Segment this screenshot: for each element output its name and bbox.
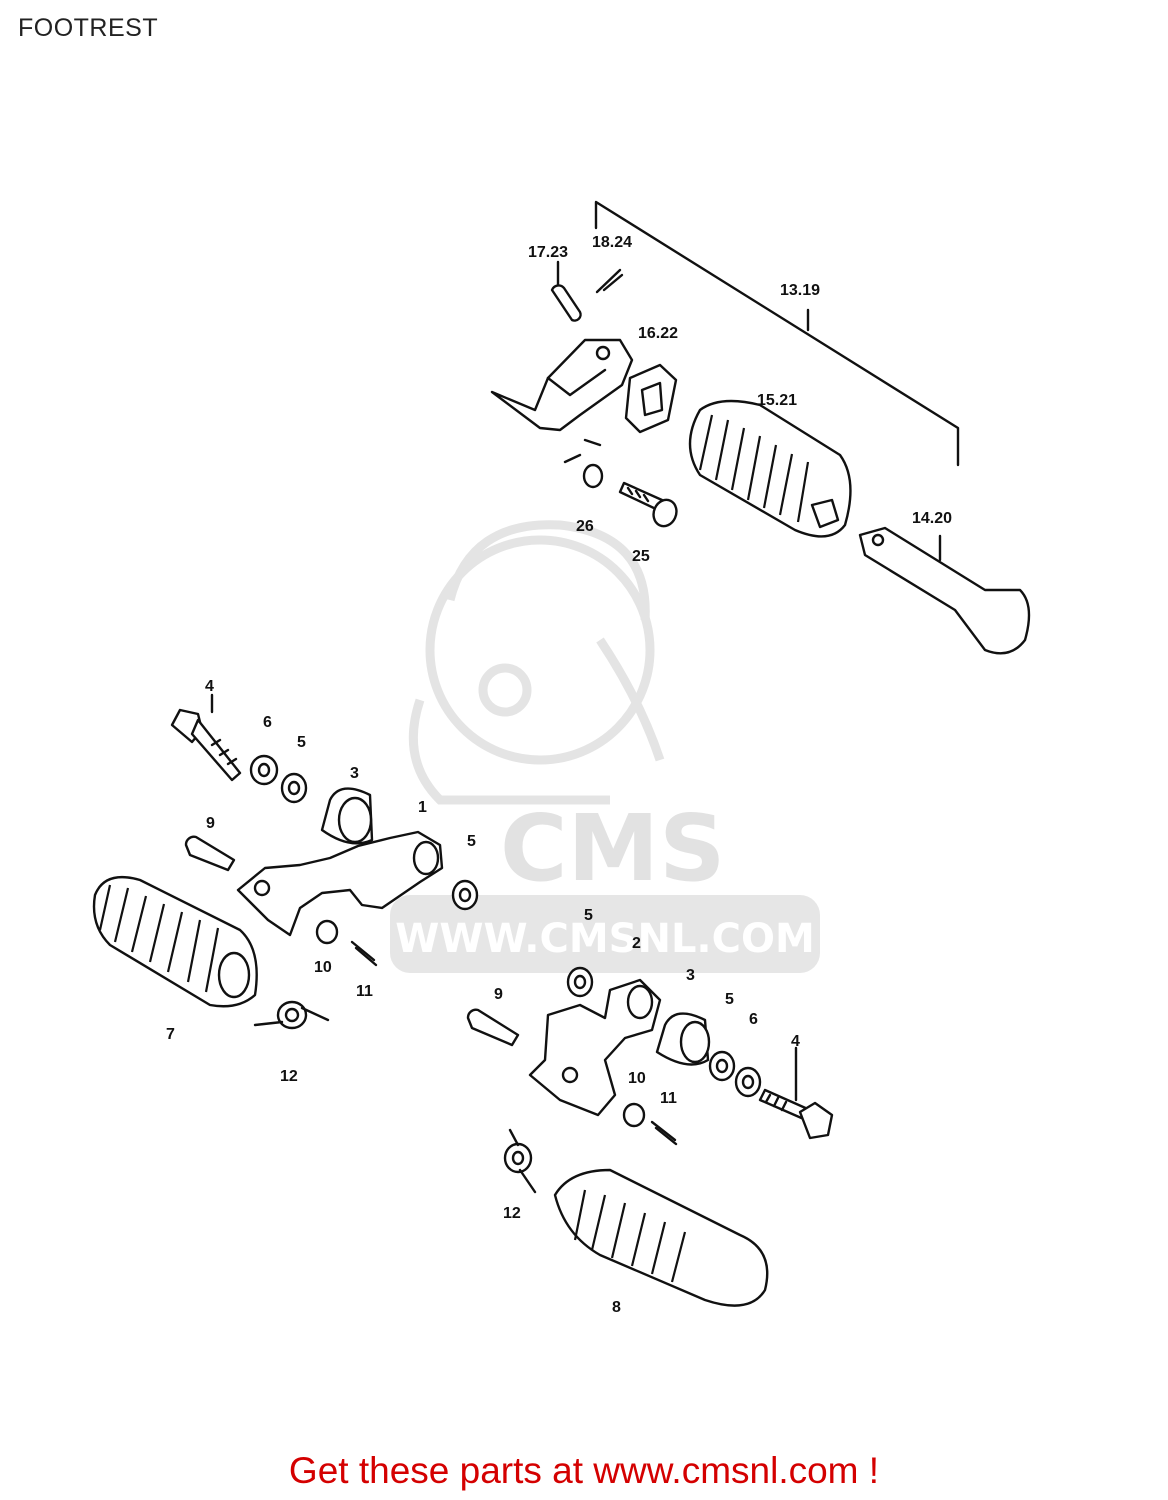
label-14-20: 14.20 xyxy=(912,510,952,527)
part-washer-10-left xyxy=(315,919,339,945)
label-8: 8 xyxy=(612,1299,621,1316)
label-16-22: 16.22 xyxy=(638,325,678,342)
label-9-left: 9 xyxy=(206,815,215,832)
label-3-left: 3 xyxy=(350,765,359,782)
label-5-upper-right: 5 xyxy=(584,907,593,924)
part-rubber-15-21 xyxy=(688,399,852,538)
label-6-right: 6 xyxy=(749,1011,758,1028)
part-pin-9-right xyxy=(466,1008,520,1047)
label-18-24: 18.24 xyxy=(592,234,632,251)
group-bracket-13-19 xyxy=(594,200,960,467)
part-peg-14-20 xyxy=(858,526,1031,655)
cms-watermark: CMS WWW.CMSNL.COM xyxy=(390,520,820,973)
part-rubber-8 xyxy=(553,1168,769,1307)
part-spring-12-left xyxy=(253,1000,330,1030)
part-cotter-11-left xyxy=(350,940,378,967)
footer-link[interactable]: Get these parts at www.cmsnl.com ! xyxy=(288,1450,880,1491)
label-25: 25 xyxy=(632,548,650,565)
part-washer-6-right xyxy=(734,1066,762,1098)
label-17-23: 17.23 xyxy=(528,244,568,261)
label-12-left: 12 xyxy=(280,1068,298,1085)
part-screw-25 xyxy=(618,481,678,528)
part-bracket-13-19 xyxy=(490,338,634,432)
label-3-right: 3 xyxy=(686,967,695,984)
part-washer-5-left xyxy=(280,772,308,804)
label-6-left: 6 xyxy=(263,714,272,731)
label-13-19: 13.19 xyxy=(780,282,820,299)
part-bolt-4-right xyxy=(758,1046,834,1140)
part-pin-17-23 xyxy=(550,260,582,322)
part-washer-5-upper-right xyxy=(566,966,594,998)
label-15-21: 15.21 xyxy=(757,392,797,409)
part-bushing-3-left xyxy=(320,787,374,845)
part-plate-16-22 xyxy=(624,363,678,434)
part-spring-12-right xyxy=(503,1128,537,1194)
part-pin-9-left xyxy=(184,835,236,872)
part-washer-5-right-arm xyxy=(451,879,479,911)
label-11-right: 11 xyxy=(660,1090,677,1107)
page-title: FOOTREST xyxy=(18,14,159,42)
label-10-right: 10 xyxy=(628,1070,646,1087)
part-cotter-11-right xyxy=(650,1120,678,1146)
part-washer-6-left xyxy=(249,754,279,786)
part-arm-2 xyxy=(528,978,662,1117)
label-5-lower-right: 5 xyxy=(725,991,734,1008)
part-bushing-3-right xyxy=(655,1012,711,1066)
part-rubber-7 xyxy=(92,875,258,1008)
part-washer-10-right xyxy=(622,1102,646,1128)
label-4-right: 4 xyxy=(791,1033,800,1050)
watermark-logo-text: CMS xyxy=(500,795,725,902)
label-1: 1 xyxy=(418,799,427,816)
label-12-right: 12 xyxy=(503,1205,521,1222)
part-cotter-18-24 xyxy=(595,268,624,294)
part-bolt-4-left xyxy=(170,693,242,782)
label-4-left: 4 xyxy=(205,678,214,695)
part-arm-1 xyxy=(236,830,444,937)
watermark-url-text: WWW.CMSNL.COM xyxy=(395,916,815,962)
part-washer-5-lower-right xyxy=(708,1050,736,1082)
label-2: 2 xyxy=(632,935,641,952)
label-10-left: 10 xyxy=(314,959,332,976)
label-9-right: 9 xyxy=(494,986,503,1003)
label-5-arm: 5 xyxy=(467,833,476,850)
part-washer-26 xyxy=(563,438,604,489)
label-7: 7 xyxy=(166,1026,175,1043)
label-11-left: 11 xyxy=(356,983,373,1000)
label-26: 26 xyxy=(576,518,594,535)
label-5-left: 5 xyxy=(297,734,306,751)
